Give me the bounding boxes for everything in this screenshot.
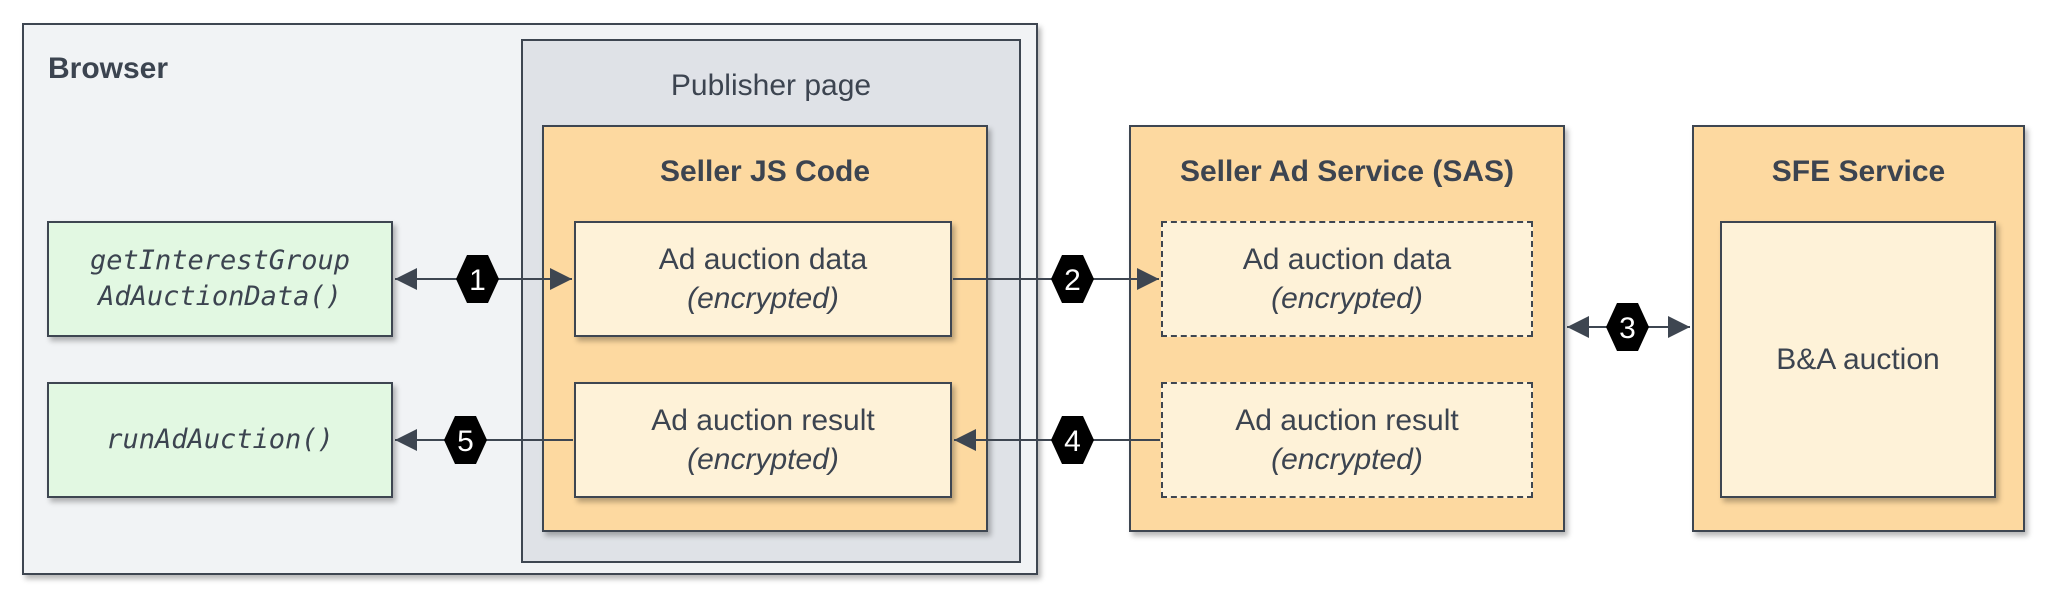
step-badge-5: 5 [444, 416, 487, 464]
js-ad-auction-data-label: Ad auction data [658, 243, 868, 276]
js-ad-auction-result-label: Ad auction result [651, 404, 875, 437]
step-badge-1: 1 [456, 255, 499, 303]
step-badge-4: 4 [1051, 416, 1094, 464]
step-number-1: 1 [469, 264, 486, 297]
seller-js-code-title: Seller JS Code [659, 155, 871, 188]
sas-ad-auction-data-encrypted: (encrypted) [1271, 282, 1423, 315]
publisher-page-title: Publisher page [670, 69, 872, 102]
step-number-4: 4 [1064, 425, 1081, 458]
sas-ad-auction-data-box: Ad auction data (encrypted) [1161, 221, 1533, 337]
step-number-2: 2 [1064, 264, 1081, 297]
seller-ad-service-title: Seller Ad Service (SAS) [1179, 155, 1515, 188]
sas-ad-auction-result-encrypted: (encrypted) [1271, 443, 1423, 476]
js-ad-auction-data-encrypted: (encrypted) [687, 282, 839, 315]
js-ad-auction-result-box: Ad auction result (encrypted) [574, 382, 952, 498]
sfe-service-title: SFE Service [1771, 155, 1946, 188]
get-interest-group-ad-auction-data-api-box: getInterestGroup AdAuctionData() [47, 221, 393, 337]
run-ad-auction-api-box: runAdAuction() [47, 382, 393, 498]
js-ad-auction-result-encrypted: (encrypted) [687, 443, 839, 476]
sas-ad-auction-data-label: Ad auction data [1242, 243, 1452, 276]
sas-ad-auction-result-box: Ad auction result (encrypted) [1161, 382, 1533, 498]
sas-ad-auction-result-label: Ad auction result [1235, 404, 1459, 437]
get-interest-group-api-line2: AdAuctionData() [98, 281, 342, 312]
step-badge-3: 3 [1606, 303, 1649, 351]
step-badge-2: 2 [1051, 255, 1094, 303]
run-ad-auction-api-label: runAdAuction() [106, 424, 334, 455]
js-ad-auction-data-box: Ad auction data (encrypted) [574, 221, 952, 337]
step-number-3: 3 [1619, 312, 1636, 345]
ba-auction-box: B&A auction [1720, 221, 1996, 498]
browser-title: Browser [48, 52, 169, 85]
ba-auction-label: B&A auction [1776, 343, 1940, 376]
get-interest-group-api-line1: getInterestGroup [89, 245, 351, 276]
step-number-5: 5 [457, 425, 474, 458]
